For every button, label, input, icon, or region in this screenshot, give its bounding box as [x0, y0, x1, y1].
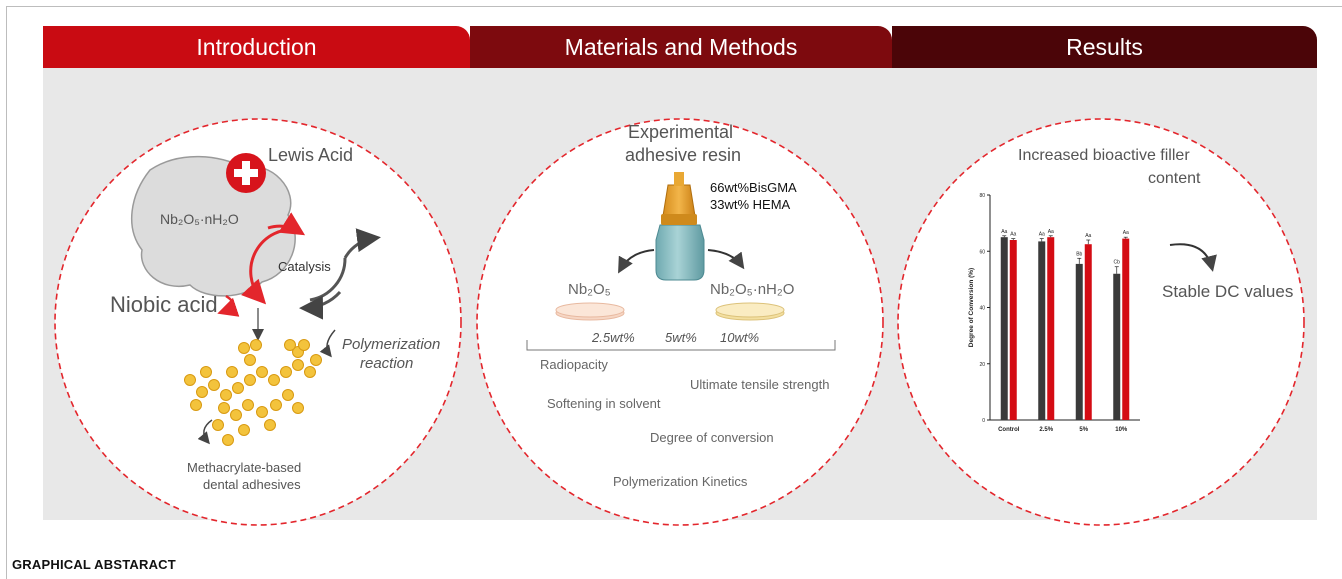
- test-softening: Softening in solvent: [547, 396, 661, 411]
- niobic-acid-label: Niobic acid: [110, 292, 218, 317]
- increased-filler-label-1: Increased bioactive filler: [1018, 147, 1190, 164]
- polymerization-label-1: Polymerization: [342, 336, 441, 353]
- catalysis-label: Catalysis: [278, 259, 331, 274]
- bar: [1122, 238, 1130, 420]
- x-tick-label: Control: [998, 427, 1020, 433]
- petri-dish-nb2o5: [555, 302, 625, 321]
- tab-introduction: Introduction: [43, 26, 470, 68]
- bar: [1009, 240, 1017, 420]
- lewis-acid-label: Lewis Acid: [268, 145, 354, 165]
- y-tick-label: 60: [979, 249, 985, 255]
- conc-2-5-label: 2.5wt%: [592, 330, 635, 345]
- resin-label-1: Experimental: [628, 122, 734, 142]
- plus-icon: [226, 153, 266, 193]
- resin-label-2: adhesive resin: [625, 145, 742, 165]
- bar-significance-label: Aa: [1010, 232, 1016, 238]
- conc-10-label: 10wt%: [720, 330, 760, 345]
- composition-label-1: 66wt%BisGMA: [710, 180, 797, 195]
- niobium-formula-label: Nb₂O₅·nH₂O: [160, 211, 239, 227]
- bar: [1084, 244, 1092, 420]
- bar: [1113, 273, 1121, 420]
- bar-significance-label: Aa: [1085, 233, 1091, 239]
- y-tick-label: 40: [979, 306, 985, 312]
- adhesives-label-1: Methacrylate-based: [187, 460, 302, 475]
- adhesive-bottle: [655, 172, 705, 281]
- tab-results: Results: [892, 26, 1317, 68]
- methods-circle: [476, 118, 884, 526]
- y-tick-label: 0: [982, 418, 985, 424]
- test-tensile-strength: Ultimate tensile strength: [690, 377, 830, 392]
- bar-significance-label: Aa: [1123, 230, 1129, 236]
- bar-significance-label: Aa: [1001, 229, 1007, 235]
- bar-significance-label: Cb: [1114, 260, 1121, 266]
- test-radiopacity: Radiopacity: [540, 357, 608, 372]
- polymer-chain: [184, 339, 322, 446]
- bar: [1075, 263, 1083, 420]
- filler-a-label: Nb₂O₅: [568, 281, 611, 298]
- petri-dish-nb2o5-hydrated: [715, 302, 785, 321]
- bar-significance-label: Bb: [1076, 251, 1082, 257]
- y-tick-label: 20: [979, 362, 985, 368]
- filler-b-label: Nb₂O₅·nH₂O: [710, 281, 795, 298]
- increased-filler-label-2: content: [1148, 170, 1201, 187]
- bar: [1047, 237, 1055, 420]
- x-tick-label: 5%: [1079, 427, 1088, 433]
- polymerization-label-2: reaction: [360, 355, 414, 372]
- conc-5-label: 5wt%: [665, 330, 697, 345]
- test-polymerization-kinetics: Polymerization Kinetics: [613, 474, 748, 489]
- bar: [1038, 241, 1046, 420]
- y-axis-label: Degree of Conversion (%): [968, 268, 975, 347]
- graphical-abstract-caption: GRAPHICAL ABSTARACT: [12, 557, 176, 572]
- test-degree-conversion: Degree of conversion: [650, 430, 774, 445]
- bar-significance-label: Aa: [1048, 229, 1054, 235]
- concentration-bracket: [526, 340, 836, 351]
- figure-frame: [6, 6, 1342, 579]
- bar: [1000, 237, 1008, 420]
- x-tick-label: 2.5%: [1039, 427, 1053, 433]
- stable-dc-label: Stable DC values: [1162, 282, 1294, 301]
- adhesives-label-2: dental adhesives: [203, 477, 301, 492]
- y-tick-label: 80: [979, 193, 985, 199]
- composition-label-2: 33wt% HEMA: [710, 197, 791, 212]
- bar-significance-label: Aa: [1039, 232, 1045, 238]
- tab-materials-methods: Materials and Methods: [470, 26, 892, 68]
- x-tick-label: 10%: [1115, 427, 1128, 433]
